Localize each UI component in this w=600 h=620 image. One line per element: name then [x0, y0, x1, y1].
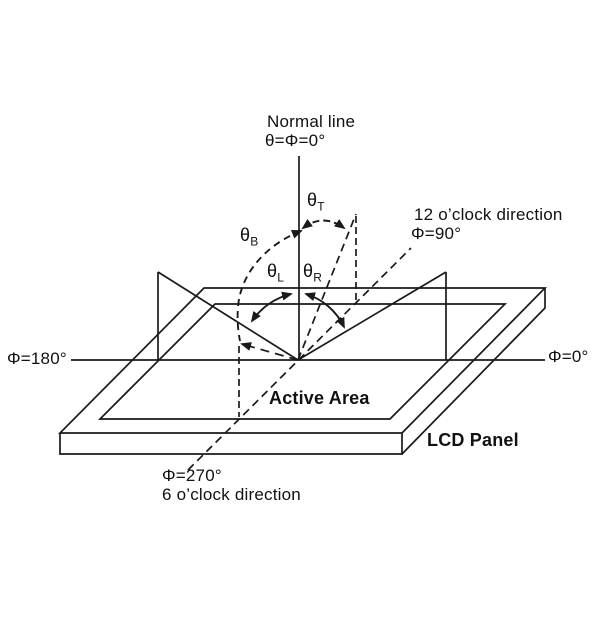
panel-thickness-edges — [59, 288, 546, 455]
left-viewing-triangle — [157, 271, 299, 361]
twelve-oclock-direction-label: 12 o’clock direction — [414, 205, 563, 224]
phi-90-label: Φ=90° — [411, 224, 462, 243]
theta-l-label: θL — [267, 261, 285, 285]
right-viewing-triangle — [297, 271, 447, 361]
six-oclock-direction-label: 6 o’clock direction — [162, 485, 301, 504]
theta-r-base: θ — [303, 261, 314, 281]
theta-t-label: θT — [307, 190, 325, 214]
top-view-direction-dashed — [297, 213, 357, 361]
lcd-panel-label: LCD Panel — [427, 430, 519, 450]
normal-line-label: Normal line — [267, 112, 356, 131]
theta-r-label: θR — [303, 261, 323, 285]
normal-line-angle-label: θ=Φ=0° — [265, 131, 326, 150]
theta-b-sub: B — [250, 234, 259, 249]
theta-r-arc — [304, 292, 345, 329]
active-area-label: Active Area — [269, 388, 370, 408]
phi-180-label: Φ=180° — [7, 349, 67, 368]
theta-l-arc — [250, 291, 293, 323]
theta-b-base: θ — [240, 225, 251, 245]
theta-r-sub: R — [313, 270, 323, 285]
phi-270-label: Φ=270° — [162, 466, 222, 485]
theta-t-base: θ — [307, 190, 318, 210]
theta-b-label: θB — [240, 225, 259, 249]
theta-b-arc — [236, 230, 303, 342]
theta-t-sub: T — [317, 199, 325, 214]
clock-axis-dashed-line — [187, 247, 412, 471]
bottom-view-direction-dashed-arrow — [240, 342, 299, 361]
theta-t-arc — [301, 219, 346, 230]
active-area-outline — [97, 303, 508, 420]
phi-0-label: Φ=0° — [548, 347, 589, 366]
theta-l-base: θ — [267, 261, 278, 281]
theta-l-sub: L — [277, 270, 285, 285]
